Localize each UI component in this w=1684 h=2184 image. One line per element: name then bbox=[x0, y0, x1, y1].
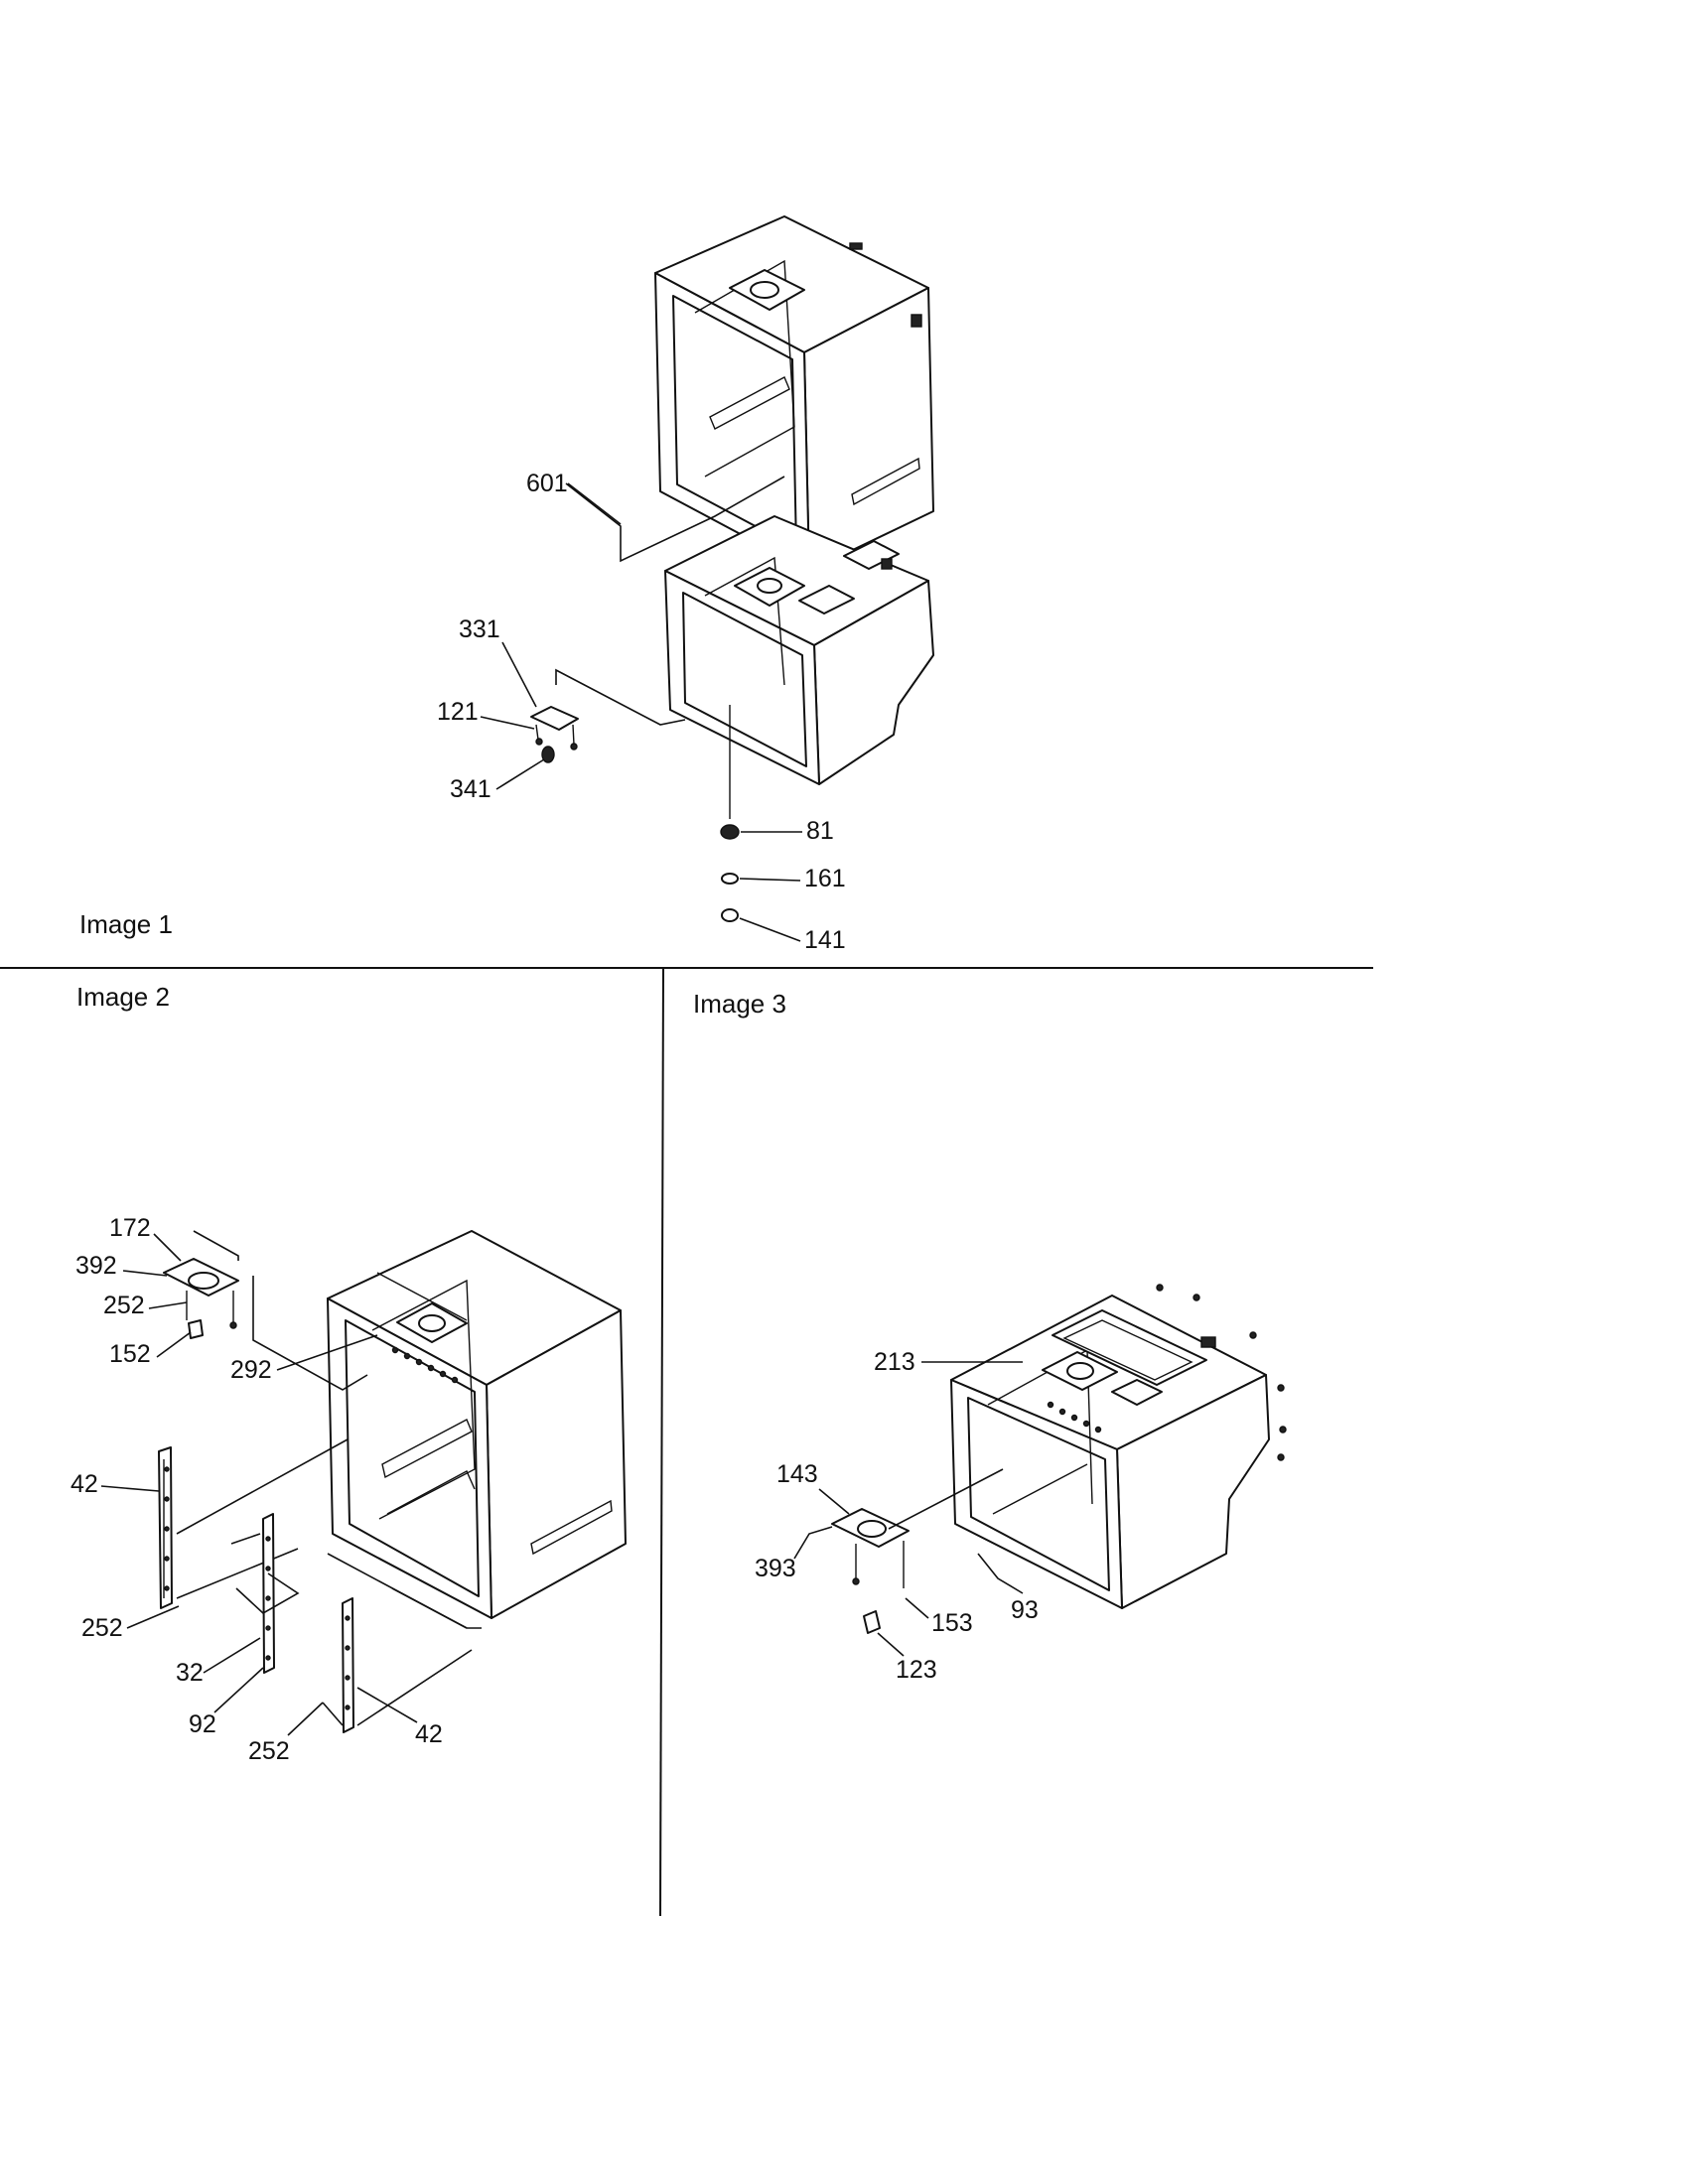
image1-lower-liner bbox=[664, 515, 934, 785]
callout-393: 393 bbox=[755, 1555, 796, 1582]
part-123 bbox=[863, 1610, 881, 1634]
callout-252-bottom: 252 bbox=[248, 1737, 290, 1765]
callout-341: 341 bbox=[450, 775, 491, 803]
image3-liner bbox=[950, 1284, 1287, 1609]
image2-liner bbox=[327, 1230, 627, 1619]
callout-42-left: 42 bbox=[70, 1470, 98, 1498]
callout-93: 93 bbox=[1011, 1596, 1039, 1624]
image3-bracket-393 bbox=[831, 1508, 910, 1634]
part-141 bbox=[721, 908, 739, 922]
callout-81: 81 bbox=[806, 817, 834, 845]
part-152 bbox=[188, 1319, 204, 1339]
callout-252-left: 252 bbox=[81, 1614, 123, 1642]
panel-title-image1: Image 1 bbox=[79, 909, 173, 939]
image2-rail-42-right bbox=[342, 1597, 354, 1733]
image2-bracket-392 bbox=[163, 1258, 239, 1339]
callout-92: 92 bbox=[189, 1710, 216, 1738]
callout-42-right: 42 bbox=[415, 1720, 443, 1748]
callout-331: 331 bbox=[459, 615, 500, 643]
part-161 bbox=[721, 873, 739, 885]
panel-title-image2: Image 2 bbox=[76, 982, 170, 1012]
callout-121: 121 bbox=[437, 698, 479, 726]
image1-upper-liner bbox=[654, 215, 934, 572]
callout-153: 153 bbox=[931, 1609, 973, 1637]
callout-123: 123 bbox=[896, 1656, 937, 1684]
callout-601: 601 bbox=[526, 470, 568, 497]
callout-292: 292 bbox=[230, 1356, 272, 1384]
callout-32: 32 bbox=[176, 1659, 204, 1687]
callout-152: 152 bbox=[109, 1340, 151, 1368]
part-81 bbox=[720, 824, 740, 840]
fastener-341 bbox=[541, 746, 555, 763]
callout-161: 161 bbox=[804, 865, 846, 892]
image2-rail-42-left bbox=[158, 1446, 173, 1609]
leader-601 bbox=[565, 476, 785, 563]
vertical-divider bbox=[659, 967, 664, 1917]
callout-392: 392 bbox=[75, 1252, 117, 1280]
callout-252: 252 bbox=[103, 1292, 145, 1319]
image2-rail-32 bbox=[262, 1513, 275, 1674]
image1-bracket-331 bbox=[530, 706, 579, 763]
callout-141: 141 bbox=[804, 926, 846, 954]
panel-title-image3: Image 3 bbox=[693, 989, 786, 1019]
callout-213: 213 bbox=[874, 1348, 915, 1376]
callout-172: 172 bbox=[109, 1214, 151, 1242]
callout-143: 143 bbox=[776, 1460, 818, 1488]
